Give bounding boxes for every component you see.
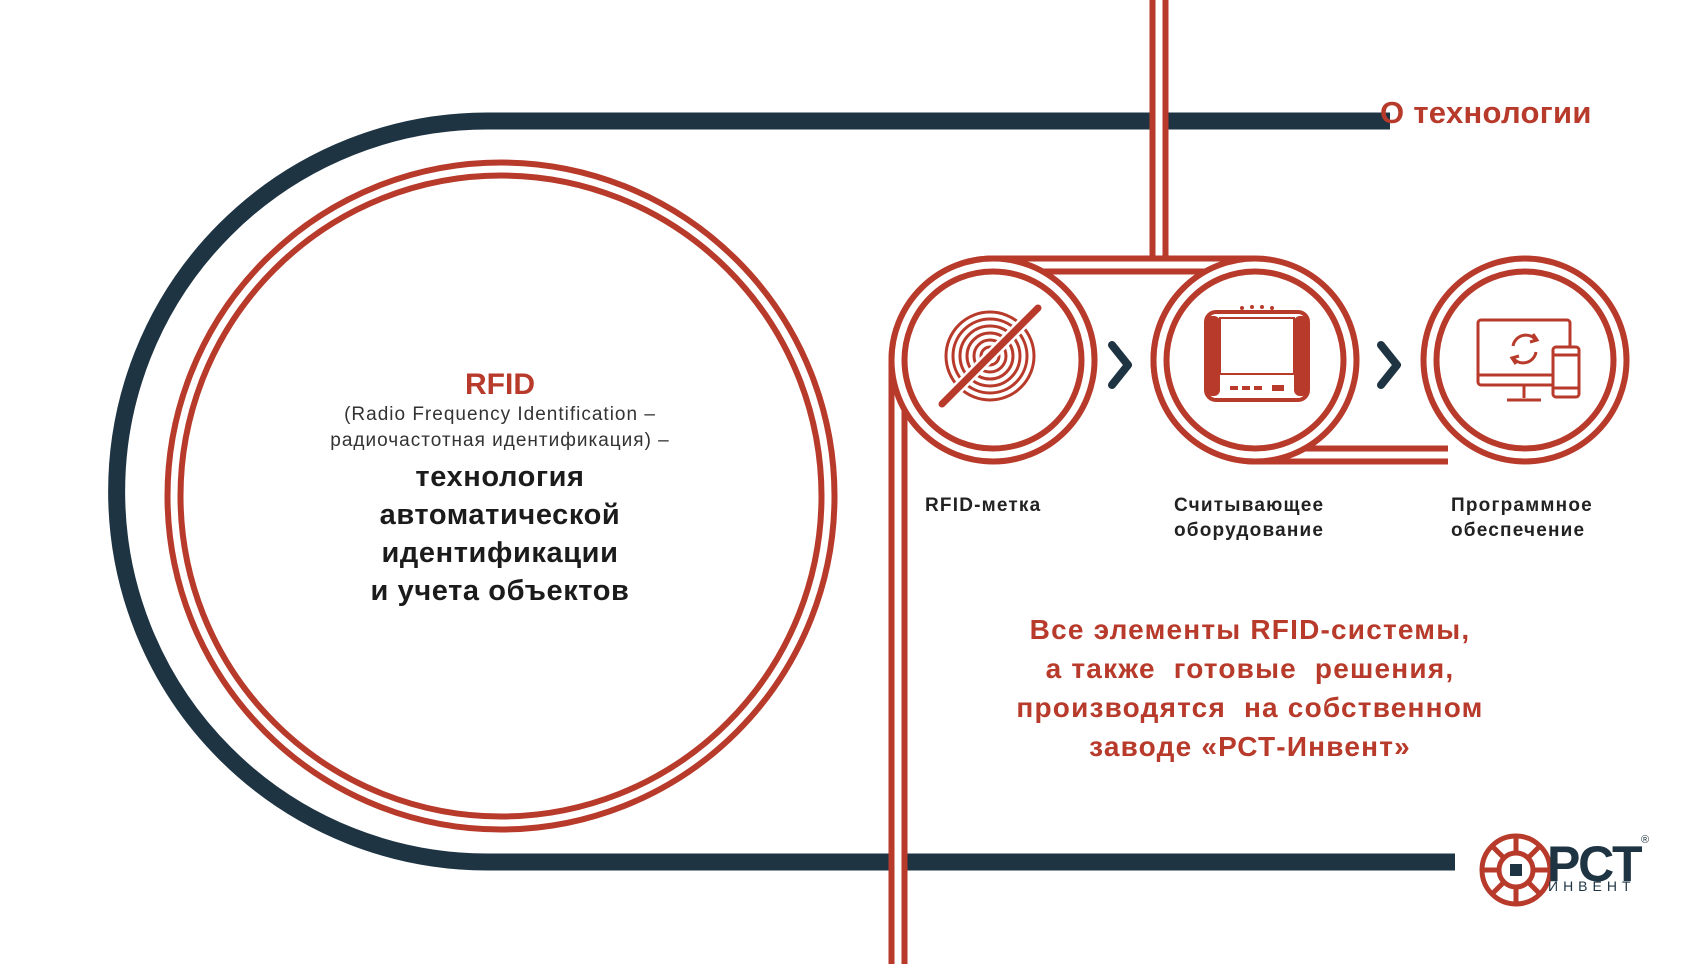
- promo-line: заводе «РСТ-Инвент»: [1089, 731, 1411, 762]
- company-logo-subname: ИНВЕНТ: [1548, 878, 1636, 894]
- rfid-reader-icon: [1204, 305, 1310, 402]
- company-logo-mark: [1479, 833, 1553, 907]
- promo-line: Все элементы RFID-системы,: [1029, 614, 1471, 645]
- definition-main-line: автоматической: [379, 499, 621, 531]
- promo-text: Все элементы RFID-системы, а также готов…: [960, 610, 1540, 766]
- definition-subtitle-line2: радиочастотная идентификация) –: [330, 430, 670, 451]
- component-label-line: Программное: [1451, 495, 1593, 516]
- chevron-right-icon: [1108, 341, 1132, 389]
- company-logo-name: РСТ: [1547, 836, 1643, 892]
- rfid-tag-icon: [937, 303, 1043, 409]
- component-label-tag: RFID-метка: [925, 493, 1041, 518]
- definition-circle: [164, 159, 838, 833]
- page-title: О технологии: [1380, 95, 1592, 130]
- definition-subtitle-line1: (Radio Frequency Identification –: [344, 404, 656, 425]
- component-label-line: Считывающее: [1174, 495, 1325, 516]
- definition-title: RFID: [465, 368, 535, 401]
- promo-line: производятся на собственном: [1016, 692, 1484, 723]
- component-label-line: оборудование: [1174, 520, 1325, 541]
- definition-main-line: и учета объектов: [370, 575, 630, 607]
- component-label-line: RFID-метка: [925, 495, 1042, 516]
- chevron-right-icon: [1377, 341, 1401, 389]
- component-label-line: обеспечение: [1451, 520, 1586, 541]
- software-devices-icon: [1476, 318, 1581, 402]
- navy-track: [108, 112, 1455, 871]
- registered-mark: ®: [1641, 834, 1650, 846]
- definition-text: RFID (Radio Frequency Identification – р…: [240, 368, 760, 610]
- component-circle-3: [1420, 255, 1630, 465]
- definition-main-line: идентификации: [381, 537, 619, 569]
- component-label-software: Программное обеспечение: [1451, 493, 1593, 543]
- promo-line: а также готовые решения,: [1045, 653, 1455, 684]
- definition-main-text: технология автоматической идентификации …: [240, 458, 760, 610]
- definition-main-line: технология: [415, 461, 585, 493]
- component-label-reader: Считывающее оборудование: [1174, 493, 1324, 543]
